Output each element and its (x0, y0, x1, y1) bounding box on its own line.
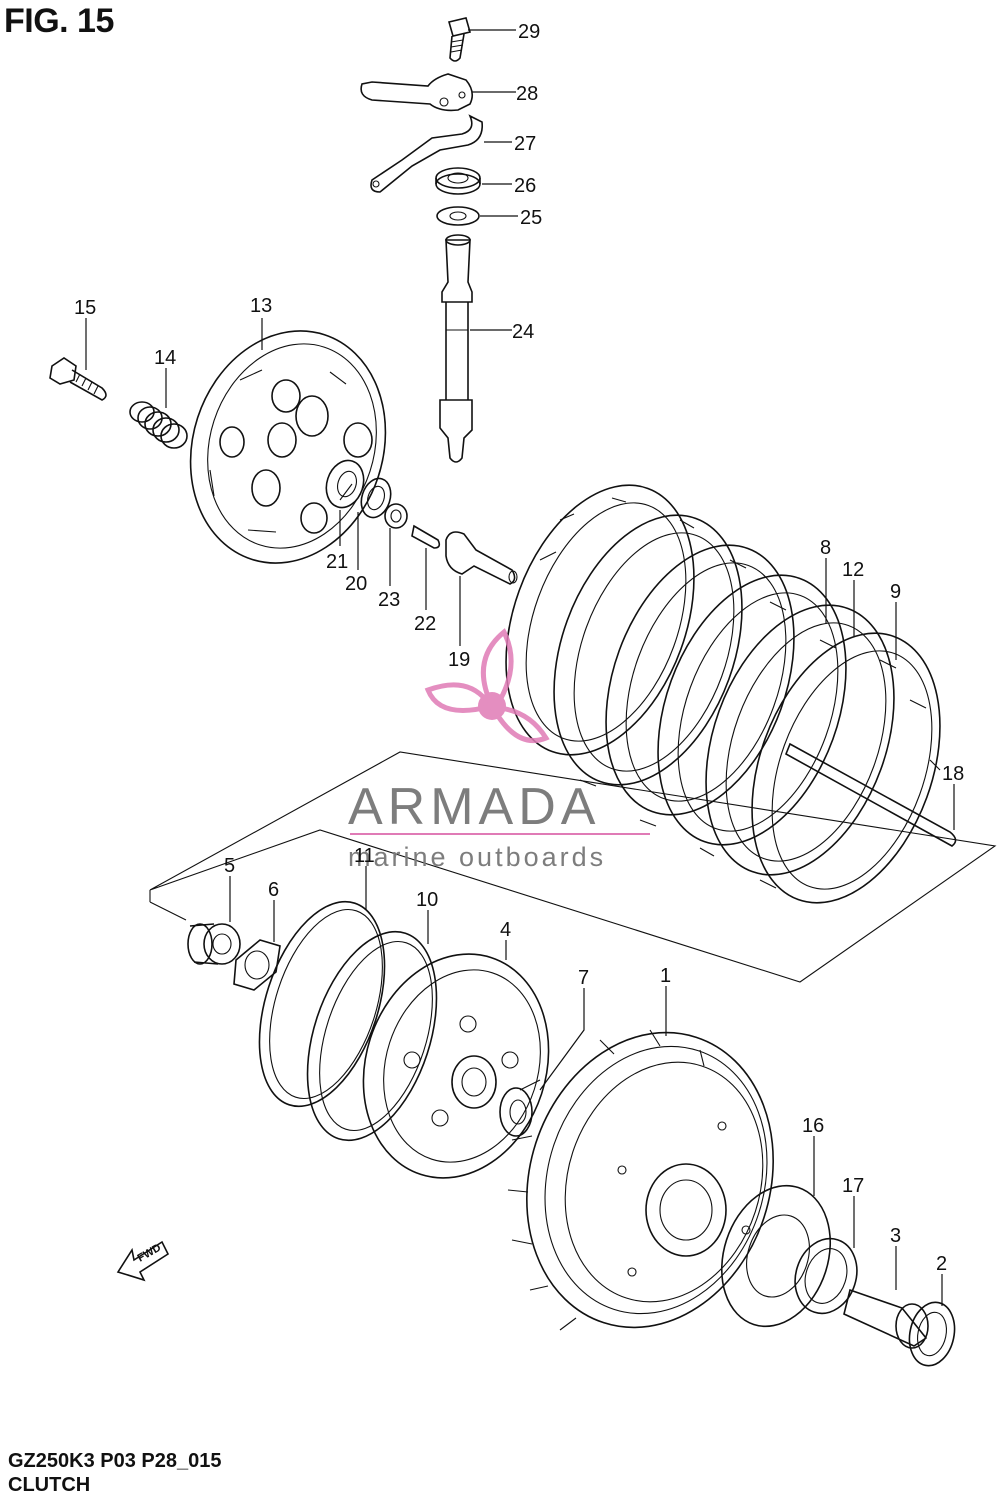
clutch-plate-pack (505, 484, 941, 904)
leader-lines (85, 29, 955, 1306)
callout-14: 14 (154, 347, 176, 369)
part-3-spacer (843, 1288, 929, 1349)
callout-17: 17 (842, 1175, 864, 1197)
part-14-spring (129, 401, 188, 449)
part-10-spring-washer (306, 930, 438, 1142)
part-23-nut (384, 503, 408, 529)
callout-18: 18 (942, 763, 964, 785)
callout-2: 2 (936, 1253, 947, 1275)
callout-9: 9 (890, 581, 901, 603)
part-4-clutch-hub (362, 953, 550, 1179)
callout-15: 15 (74, 297, 96, 319)
fwd-arrow-icon: FWD (116, 1240, 170, 1282)
part-29-bolt (448, 17, 471, 62)
part-18-pushrod (784, 742, 957, 847)
callout-6: 6 (268, 879, 279, 901)
part-15-bolt (49, 357, 107, 401)
part-16-gear (720, 1184, 832, 1328)
part-21-bearing (325, 459, 365, 509)
part-25-washer (436, 206, 480, 226)
part-27-lever (370, 114, 484, 193)
callout-28: 28 (516, 83, 538, 105)
part-5-bushing (187, 923, 241, 965)
callout-24: 24 (512, 321, 534, 343)
part-6-lockwasher (233, 939, 281, 991)
callout-19: 19 (448, 649, 470, 671)
fwd-label: FWD (136, 1242, 164, 1265)
part-1-primary-driven-gear (507, 1029, 774, 1331)
part-22-pin (411, 524, 441, 549)
part-7-washer (499, 1087, 533, 1137)
part-24-shaft (439, 234, 473, 463)
figure-name: CLUTCH (8, 1474, 91, 1496)
callout-11: 11 (354, 845, 375, 867)
watermark-tagline: marine outboards (348, 842, 606, 872)
part-11-wire-ring (258, 900, 386, 1108)
callout-23: 23 (378, 589, 400, 611)
callout-21: 21 (326, 551, 348, 573)
callout-labels: 29 28 27 26 25 24 13 14 15 21 20 23 22 1… (74, 21, 964, 1275)
part-17-thrust-washer (794, 1237, 858, 1315)
callout-13: 13 (250, 295, 272, 317)
callout-3: 3 (890, 1225, 901, 1247)
part-28-arm (360, 73, 474, 112)
part-26-seal (435, 167, 481, 195)
callout-25: 25 (520, 207, 542, 229)
callout-27: 27 (514, 133, 536, 155)
callout-22: 22 (414, 613, 436, 635)
figure-code: GZ250K3 P03 P28_015 (8, 1450, 222, 1472)
callout-7: 7 (578, 967, 589, 989)
part-2-washer (908, 1301, 956, 1367)
callout-8: 8 (820, 537, 831, 559)
callout-29: 29 (518, 21, 540, 43)
callout-20: 20 (345, 573, 367, 595)
callout-12: 12 (842, 559, 864, 581)
part-13-pressure-plate (189, 330, 387, 564)
armada-logo-icon (424, 628, 550, 744)
watermark-brand: ARMADA (348, 778, 600, 836)
callout-10: 10 (416, 889, 438, 911)
figure-title: FIG. 15 (4, 2, 114, 40)
part-19-pushrod-piece (445, 531, 518, 585)
callout-1: 1 (660, 965, 671, 987)
callout-26: 26 (514, 175, 536, 197)
callout-5: 5 (224, 855, 235, 877)
plate-group-frame (149, 751, 997, 983)
callout-4: 4 (500, 919, 511, 941)
callout-16: 16 (802, 1115, 824, 1137)
part-20-circlip (360, 477, 392, 519)
